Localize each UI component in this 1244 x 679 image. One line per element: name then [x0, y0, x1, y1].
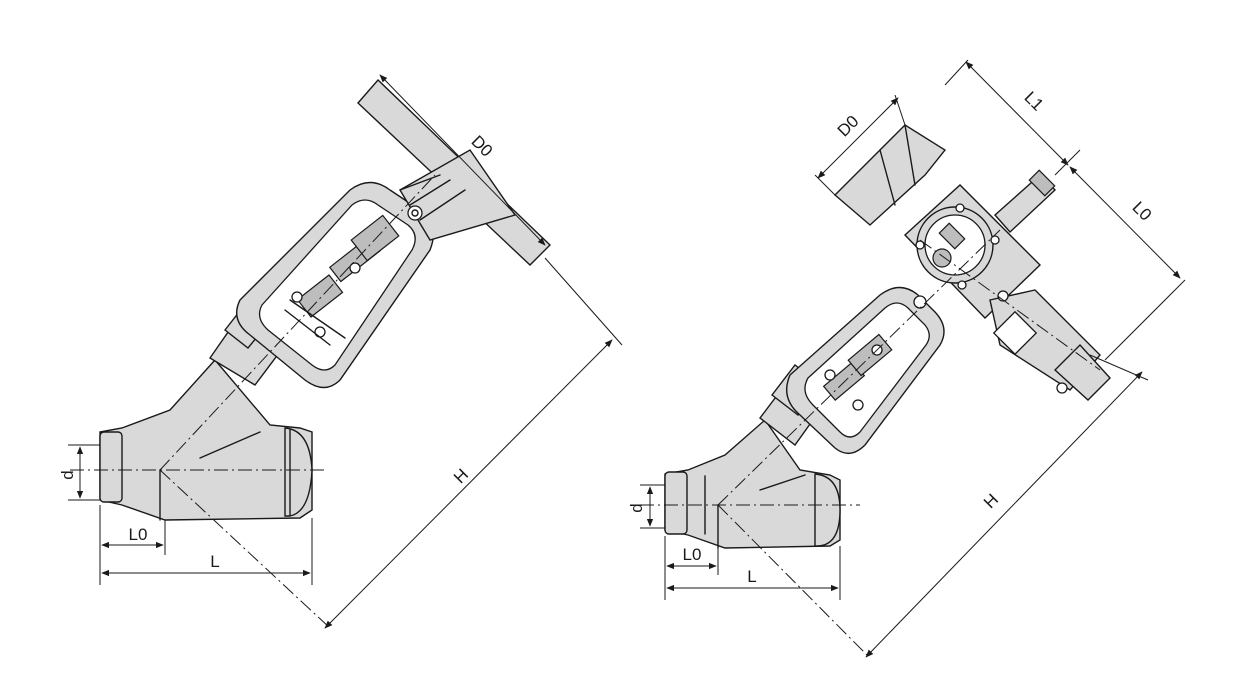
left-dim-l0: L0	[99, 505, 166, 585]
left-label-l0: L0	[129, 525, 148, 544]
left-label-d: d	[58, 470, 77, 479]
right-label-l: L	[747, 567, 756, 586]
left-dim-d: d	[58, 444, 100, 501]
right-dim-l0: L0	[664, 536, 719, 600]
right-label-l1: L1	[1020, 88, 1047, 115]
right-label-d: d	[627, 503, 646, 512]
right-dim-l1: L1	[944, 59, 1081, 176]
right-dim-h: H	[865, 354, 1149, 658]
right-label-l0-top: L0	[1128, 198, 1155, 225]
left-valve: d L0 L H D0	[58, 74, 623, 629]
left-label-l: L	[210, 552, 219, 571]
right-dim-l: L	[666, 546, 841, 600]
right-label-d0: D0	[834, 112, 863, 141]
right-valve-yoke	[786, 286, 945, 454]
right-valve: d L0 L H D0	[627, 59, 1186, 659]
right-label-l0: L0	[683, 545, 702, 564]
right-dim-l0-top: L0	[1069, 166, 1186, 361]
left-valve-body	[99, 358, 313, 521]
right-label-h: H	[980, 490, 1002, 512]
right-valve-body	[664, 418, 841, 549]
right-dim-d: d	[627, 484, 665, 529]
left-dim-l: L	[101, 518, 313, 585]
